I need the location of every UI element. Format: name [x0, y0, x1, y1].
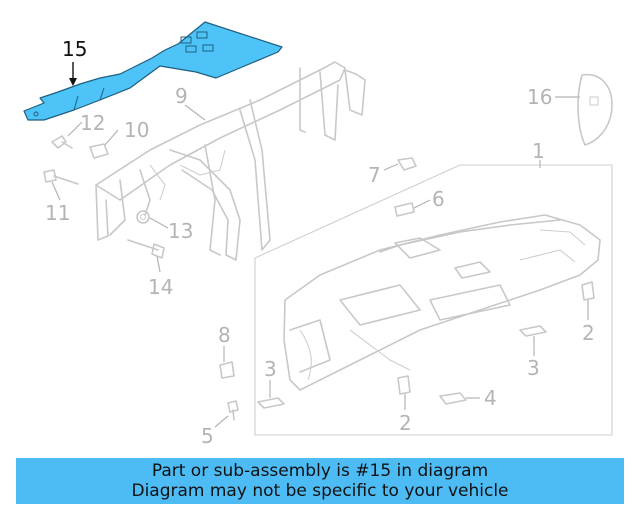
- callout-label-3-left: 3: [264, 357, 277, 381]
- highlighted-part-15[interactable]: [23, 21, 283, 121]
- callout-label-1: 1: [532, 139, 545, 163]
- hardware-parts: [43, 135, 595, 421]
- callout-leaders: [51, 96, 589, 428]
- frame-part-9: [95, 61, 366, 261]
- callout-label-12: 12: [80, 111, 105, 135]
- dashboard-part-1: [254, 164, 613, 436]
- callout-label-2-middle: 2: [399, 411, 412, 435]
- callout-label-3-right: 3: [527, 356, 540, 380]
- banner-line-part-number: Part or sub-assembly is #15 in diagram: [151, 461, 489, 481]
- callout-label-5: 5: [201, 424, 214, 448]
- callout-15: 15: [62, 37, 87, 86]
- callout-label-7: 7: [368, 163, 381, 187]
- banner-line-disclaimer: Diagram may not be specific to your vehi…: [131, 481, 509, 501]
- callout-label-6: 6: [432, 187, 445, 211]
- callout-label-11: 11: [45, 201, 70, 225]
- callout-label-2-right: 2: [582, 321, 595, 345]
- callout-label-13: 13: [168, 219, 193, 243]
- callout-label-15: 15: [62, 37, 87, 61]
- parts-diagram: 15 9 1 16 12 10 11 13 14 7 6 8 5 3 2 4 3…: [23, 21, 613, 448]
- callout-labels: 9 1 16 12 10 11 13 14 7 6 8 5 3 2 4 3 2: [45, 84, 595, 448]
- cover-part-16: [577, 73, 613, 146]
- callout-label-14: 14: [148, 275, 173, 299]
- callout-label-16: 16: [527, 85, 552, 109]
- part-15-shape[interactable]: [23, 21, 283, 121]
- callout-label-8: 8: [218, 323, 231, 347]
- callout-label-9: 9: [175, 84, 188, 108]
- diagram-note-banner: Part or sub-assembly is #15 in diagram D…: [16, 458, 624, 504]
- callout-label-10: 10: [124, 118, 149, 142]
- callout-label-4: 4: [484, 386, 497, 410]
